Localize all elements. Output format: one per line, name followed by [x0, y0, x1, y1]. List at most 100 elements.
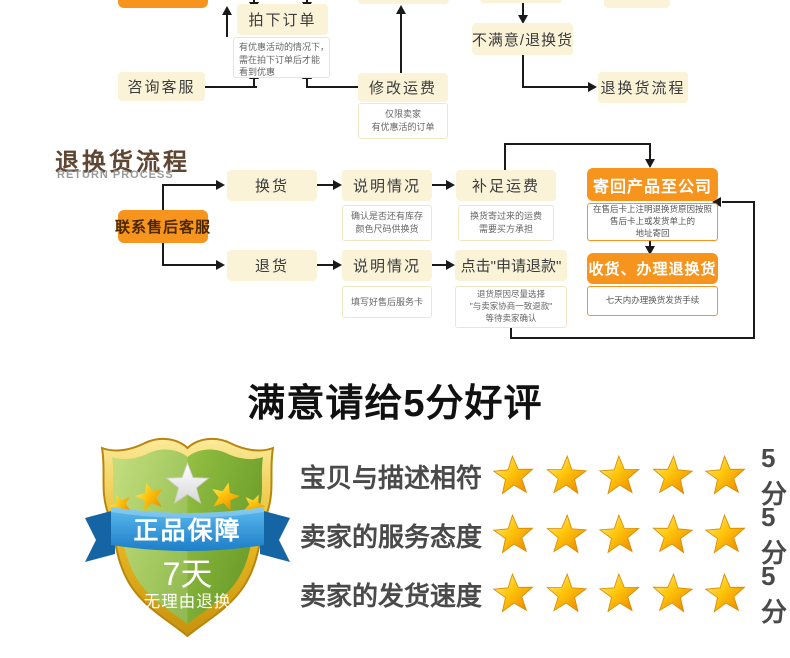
explain-exchange-box: 说明情况 [342, 170, 432, 201]
send-back-box: 寄回产品至公司 [587, 168, 718, 201]
star-icon [491, 572, 535, 614]
rating-row-label: 卖家的服务态度 [300, 522, 483, 552]
section-title: 退换货流程 [55, 149, 190, 176]
connector [649, 143, 651, 161]
refund-label: 退货 [254, 258, 289, 275]
connector [504, 143, 506, 170]
contact-service-label: 联系售后客服 [115, 219, 212, 236]
cutoff-box-above-unsatisfied [480, 0, 562, 3]
receive-note: 七天内办理换货发货手续 [587, 286, 718, 316]
star-icon [545, 513, 588, 554]
note-line: 需要买方承担 [478, 224, 533, 234]
connector [649, 240, 651, 248]
note-line: 地址寄回 [635, 227, 670, 238]
ribbon-tail-left [85, 510, 115, 562]
connector [522, 86, 590, 88]
send-back-note: 在售后卡上注明退换货原因按照 售后卡上或发货单上的 地址寄回 [587, 203, 718, 241]
star-icon [703, 454, 747, 496]
receive-box: 收货、办理退换货 [587, 253, 718, 284]
arrow-right-icon [216, 260, 225, 270]
rating-score: 5分 [761, 560, 788, 627]
note-line: 换货寄过来的运费 [469, 211, 542, 222]
star-icon [651, 572, 695, 614]
connector [253, 78, 255, 88]
explain-refund-note: 填写好售后服务卡 [342, 286, 432, 318]
note-line: 退货原因尽量选择 [476, 289, 545, 300]
rating-row: 卖家的服务态度 5分 [300, 502, 790, 568]
arrow-right-icon [333, 180, 342, 190]
arrow-right-icon [446, 260, 455, 270]
explain-refund-box: 说明情况 [342, 250, 432, 281]
exchange-label: 换货 [254, 178, 289, 195]
topup-fee-label: 补足运费 [471, 178, 540, 195]
unsatisfied-box: 不满意/退换货 [472, 23, 573, 55]
connector [317, 184, 335, 186]
rating-row-label: 卖家的发货速度 [300, 581, 483, 611]
note-line: 等待卖家确认 [485, 312, 537, 323]
star-icon [598, 454, 641, 495]
arrow-down-icon [645, 159, 655, 168]
place-order-label: 拍下订单 [248, 12, 317, 29]
note-line: "与卖家协商一致退款" [469, 301, 553, 312]
note-line: 看到优惠 [239, 67, 276, 78]
place-order-note: 有优惠活动的情况下， 需在拍下订单后才能 看到优惠 [233, 37, 330, 78]
connector [162, 264, 218, 266]
cutoff-orange-box [118, 0, 208, 8]
arrow-right-icon [446, 180, 455, 190]
refund-box: 退货 [227, 250, 317, 281]
return-process-link-box: 退换货流程 [598, 72, 688, 103]
badge-policy: 无理由退换 [144, 592, 232, 611]
arrow-right-icon [333, 260, 342, 270]
connector [400, 12, 402, 73]
star-icon [491, 454, 535, 496]
connector [205, 86, 257, 88]
send-back-label: 寄回产品至公司 [592, 178, 712, 196]
consult-service-box: 咨询客服 [118, 72, 205, 101]
star-icon [598, 572, 641, 613]
connector [306, 86, 358, 88]
modify-fee-note: 仅限卖家 有优惠活的订单 [358, 103, 448, 139]
connector [522, 55, 524, 88]
connector [317, 264, 335, 266]
star-icon [598, 513, 641, 554]
ribbon-band [111, 507, 264, 551]
note-line: 需在拍下订单后才能 [239, 54, 321, 65]
click-refund-note: 退货原因尽量选择 "与卖家协商一致退款" 等待卖家确认 [455, 286, 567, 328]
five-stars [490, 513, 749, 558]
explain-exchange-note: 确认是否还有库存 颜色尺码供换货 [342, 205, 432, 241]
connector [226, 13, 228, 37]
loop-connector [510, 337, 755, 339]
connector [522, 3, 524, 16]
loop-connector [753, 201, 755, 339]
star-icon [545, 572, 588, 613]
arrow-up-icon [396, 5, 406, 14]
rating-row: 卖家的发货速度 5分 [300, 561, 790, 627]
cutoff-box-top-right [604, 0, 670, 8]
cutoff-box-above-modify-fee [358, 0, 449, 4]
exchange-box: 换货 [227, 170, 317, 201]
loop-connector [510, 328, 512, 339]
modify-fee-box: 修改运费 [358, 73, 448, 102]
note-line: 确认是否还有库存 [350, 211, 423, 222]
note-line: 仅限卖家 [384, 109, 421, 120]
five-stars [490, 454, 749, 499]
badge-days: 7天 [163, 556, 213, 592]
ribbon-label: 正品保障 [133, 516, 241, 545]
note-line: 有优惠活动的情况下， [239, 42, 330, 52]
rating-rows: 宝贝与描述相符 5分 卖家的服务态度 5分 卖家的发货速度 5分 [300, 443, 790, 629]
star-icon [491, 513, 535, 555]
unsatisfied-label: 不满意/退换货 [471, 31, 574, 49]
arrow-right-icon [588, 82, 597, 92]
arrow-down-icon [518, 15, 528, 24]
guarantee-badge: 正品保障 7天 无理由退换 [85, 437, 290, 638]
connector [253, 0, 255, 3]
rating-score: 5分 [761, 442, 788, 509]
note-line: 有优惠活的订单 [371, 122, 435, 132]
click-refund-box: 点击"申请退款" [455, 250, 567, 281]
note-line: 七天内办理换货发货手续 [605, 295, 700, 306]
modify-fee-label: 修改运费 [368, 80, 437, 97]
arrow-left-icon [712, 197, 721, 207]
section-subtitle: RETURN PROCESS [57, 169, 174, 181]
star-icon [651, 454, 695, 496]
ribbon-tail-right [260, 510, 290, 562]
